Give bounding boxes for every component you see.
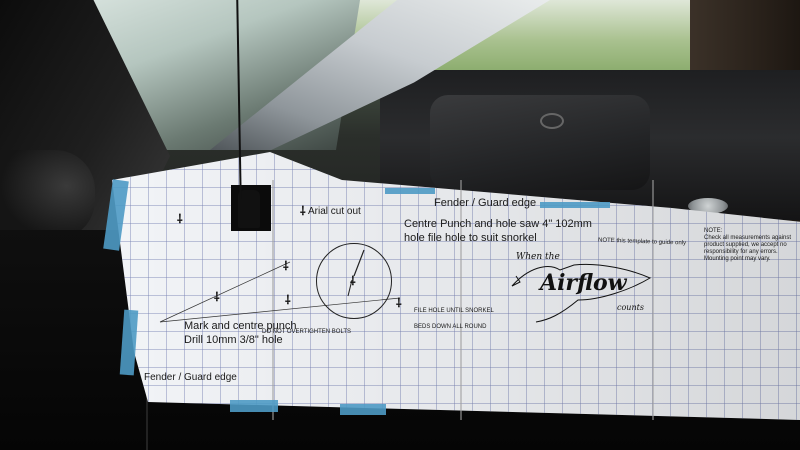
blue-tape [230, 400, 278, 412]
paper-fold [460, 180, 462, 420]
paper-fold [272, 180, 274, 420]
centre-punch-label-2: hole file hole to suit snorkel [404, 232, 537, 244]
paper-fold [652, 180, 654, 420]
engine-cover [430, 95, 650, 190]
fender-edge-top-label: Fender / Guard edge [434, 197, 537, 209]
arial-cut-out-label: Arial cut out [308, 206, 361, 217]
note-small-line: Check all measurements against [704, 235, 792, 241]
blue-tape [540, 202, 610, 208]
file-hole-label-2: BEDS DOWN ALL ROUND [414, 324, 487, 330]
note-small-line: Mounting point may vary. [704, 256, 771, 262]
mark-punch-label-1: Mark and centre punch [184, 320, 297, 332]
overtighten-warning: DO NOT OVERTIGHTEN BOLTS [262, 329, 352, 335]
punch-mark: ⸸ [285, 293, 291, 307]
punch-mark: ⸸ [214, 290, 220, 304]
punch-mark: ⸸ [300, 204, 306, 218]
lower-rod [146, 370, 148, 450]
blue-tape [385, 188, 435, 194]
logo-counts: counts [617, 303, 644, 312]
centre-punch-label-1: Centre Punch and hole saw 4" 102mm [404, 218, 592, 230]
punch-mark: ⸸ [177, 212, 183, 226]
note-small-line: product supplied, we accept no [704, 242, 787, 248]
reservoir-cap [688, 198, 728, 214]
blue-tape [340, 404, 386, 415]
hole-saw-circle [316, 243, 392, 319]
fender-edge-bottom-label: Fender / Guard edge [144, 372, 237, 383]
note-small-title: NOTE: [704, 228, 723, 234]
antenna-base [238, 190, 260, 228]
punch-mark: ⸸ [283, 259, 289, 273]
airflow-logo: Airflow [540, 270, 627, 296]
punch-mark: ⸸ [350, 274, 356, 288]
engine-logo-icon [540, 113, 564, 129]
logo-when-the: When the [516, 252, 560, 262]
punch-mark: ⸸ [396, 296, 402, 310]
side-mirror [0, 150, 95, 240]
file-hole-label-1: FILE HOLE UNTIL SNORKEL [414, 308, 494, 314]
mark-punch-label-2: Drill 10mm 3/8" hole [184, 334, 283, 346]
note-small-line: responsibility for any errors. [704, 249, 778, 255]
